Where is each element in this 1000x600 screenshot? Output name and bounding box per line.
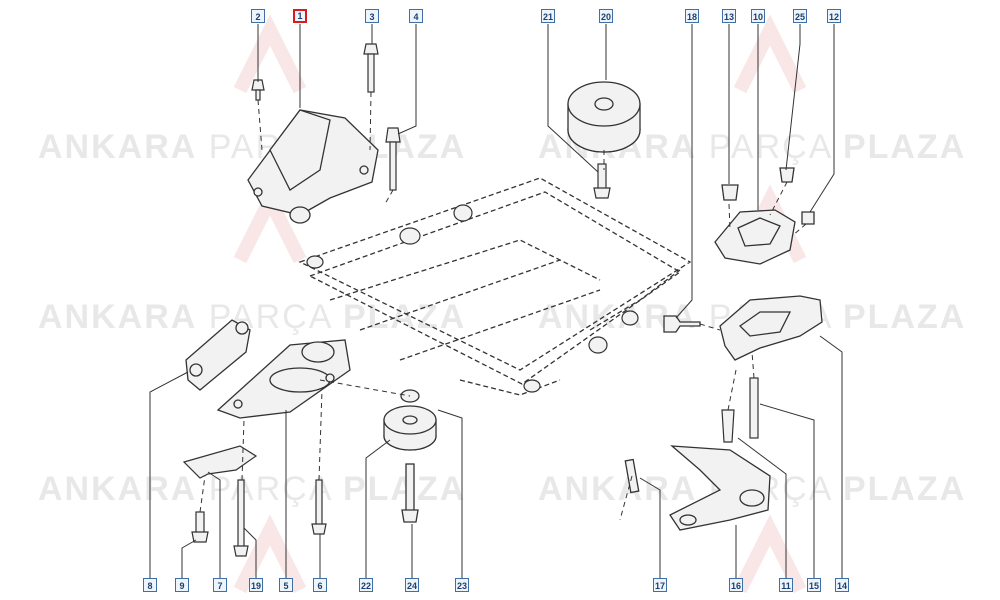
subframe-bushings xyxy=(306,204,639,393)
callout-14: 14 xyxy=(835,578,849,592)
link-part-8 xyxy=(185,319,251,391)
dashed-leaders xyxy=(199,91,807,521)
subframe xyxy=(298,177,692,396)
callout-20: 20 xyxy=(599,9,613,23)
callout-7: 7 xyxy=(213,578,227,592)
callout-1: 1 xyxy=(293,9,307,23)
callout-18: 18 xyxy=(685,9,699,23)
callout-6: 6 xyxy=(313,578,327,592)
callout-22: 22 xyxy=(359,578,373,592)
callout-19: 19 xyxy=(249,578,263,592)
callout-2: 2 xyxy=(251,9,265,23)
mount-part-22 xyxy=(383,389,437,523)
arm-part-16 xyxy=(624,445,771,531)
callout-21: 21 xyxy=(541,9,555,23)
callout-9: 9 xyxy=(175,578,189,592)
callout-13: 13 xyxy=(722,9,736,23)
bolt-part-21 xyxy=(593,163,611,199)
callout-4: 4 xyxy=(409,9,423,23)
callout-8: 8 xyxy=(143,578,157,592)
studs-part-15-11 xyxy=(721,377,759,443)
top-mount-part-20 xyxy=(567,81,641,153)
callout-15: 15 xyxy=(807,578,821,592)
callout-10: 10 xyxy=(751,9,765,23)
bolts-top-left xyxy=(251,43,401,191)
callout-24: 24 xyxy=(405,578,419,592)
leader-lines xyxy=(149,24,843,578)
mount-plate-part-5 xyxy=(216,339,351,419)
callout-23: 23 xyxy=(455,578,469,592)
callout-25: 25 xyxy=(793,9,807,23)
mount-part-10 xyxy=(714,167,815,265)
callout-3: 3 xyxy=(365,9,379,23)
engine-mount-part-1 xyxy=(247,109,379,224)
callout-5: 5 xyxy=(279,578,293,592)
callout-12: 12 xyxy=(827,9,841,23)
bracket-part-14 xyxy=(663,295,823,361)
bracket-part-7 xyxy=(182,445,258,479)
bolts-lower-left xyxy=(191,479,327,557)
callout-17: 17 xyxy=(653,578,667,592)
callout-16: 16 xyxy=(729,578,743,592)
callout-11: 11 xyxy=(779,578,793,592)
